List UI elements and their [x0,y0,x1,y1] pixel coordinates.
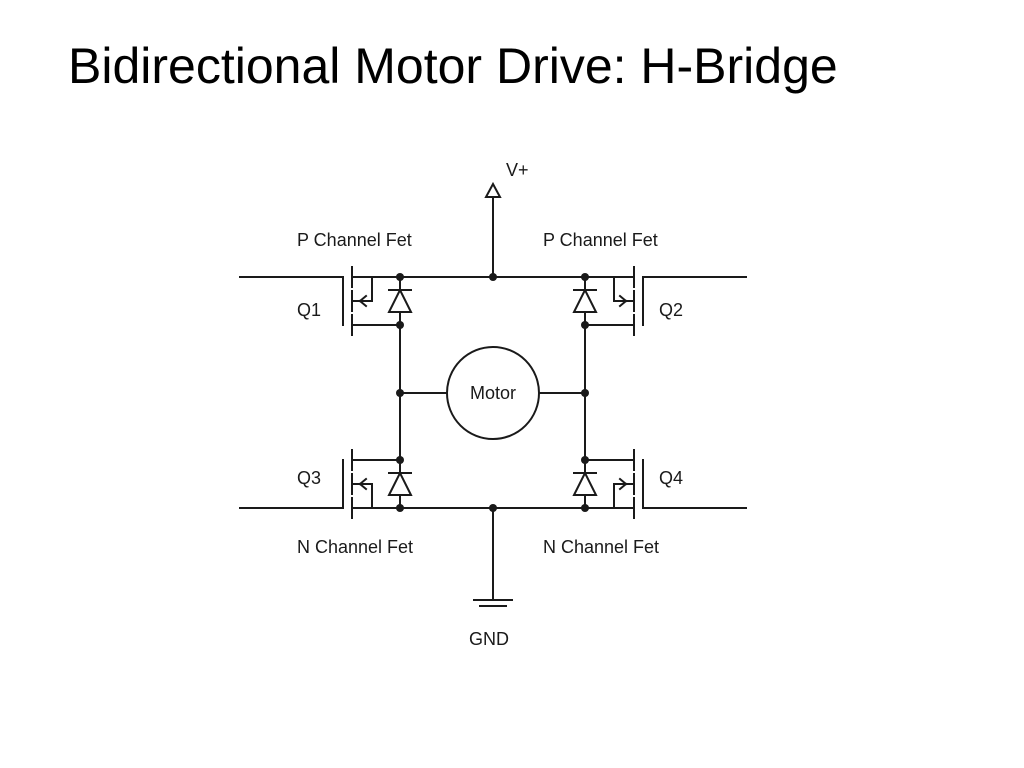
q3-id-label: Q3 [297,468,321,488]
q1-id-label: Q1 [297,300,321,320]
q2-transistor [572,266,747,336]
q2-id-label: Q2 [659,300,683,320]
q3-transistor [239,449,413,519]
q3-type-label: N Channel Fet [297,537,413,557]
ground-rail [353,507,635,607]
q4-transistor [572,449,747,519]
q1-type-label: P Channel Fet [297,230,412,250]
supply-label: V+ [506,160,529,180]
ground-label: GND [469,629,509,649]
slide-title: Bidirectional Motor Drive: H-Bridge [68,38,838,94]
q4-id-label: Q4 [659,468,683,488]
motor-label: Motor [470,383,516,403]
junction-dots [396,273,589,512]
q2-type-label: P Channel Fet [543,230,658,250]
q4-type-label: N Channel Fet [543,537,659,557]
motor-symbol [446,346,540,440]
q1-transistor [239,266,413,336]
